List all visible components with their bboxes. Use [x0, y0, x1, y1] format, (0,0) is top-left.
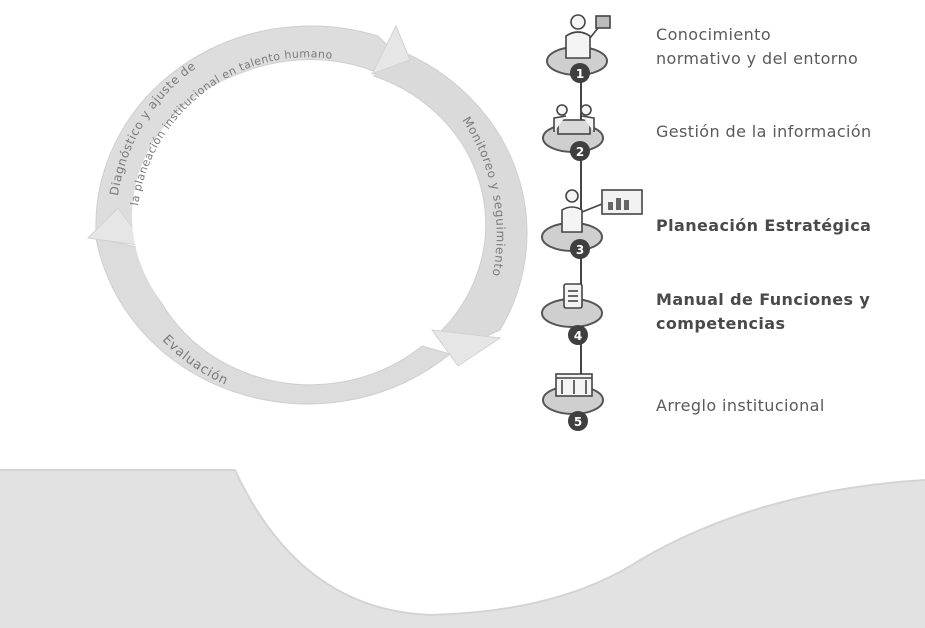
step-number: 4 [574, 329, 582, 343]
step-4: 4 [541, 283, 603, 345]
step-label-2: Gestión de la información [656, 122, 872, 141]
step-label-5: Arreglo institucional [656, 396, 825, 415]
step-label-4: Manual de Funciones y competencias [656, 290, 871, 333]
step-label-3: Planeación Estratégica [656, 216, 872, 235]
step-badge [568, 325, 588, 345]
step-3: 3 [541, 189, 643, 259]
step-number: 5 [574, 415, 582, 429]
ring-arrow-head [430, 329, 502, 367]
ring-arrow-head [86, 207, 148, 247]
document-icon [563, 283, 583, 309]
step-number: 2 [576, 145, 584, 159]
step-badge [570, 239, 590, 259]
step-label-1: Conocimiento normativo y del entorno [656, 25, 859, 68]
team-meeting-icon [553, 104, 595, 135]
step-5: 5 [542, 373, 604, 431]
step-badge [570, 63, 590, 83]
presenter-board-icon [561, 189, 643, 233]
step-badge [570, 141, 590, 161]
step-number: 3 [576, 243, 584, 257]
cycle-ring: Diagnóstico y ajuste de la planeación in… [86, 24, 528, 405]
person-presenting-icon [565, 14, 611, 59]
bottom-decorative-band [0, 469, 925, 628]
building-icon [555, 373, 593, 397]
step-2: 2 [542, 104, 604, 161]
ring-inner-hole [132, 64, 468, 368]
step-number: 1 [576, 67, 584, 81]
step-badge [568, 411, 588, 431]
step-1: 1 [546, 14, 611, 83]
ring-arrow-head [370, 24, 411, 75]
